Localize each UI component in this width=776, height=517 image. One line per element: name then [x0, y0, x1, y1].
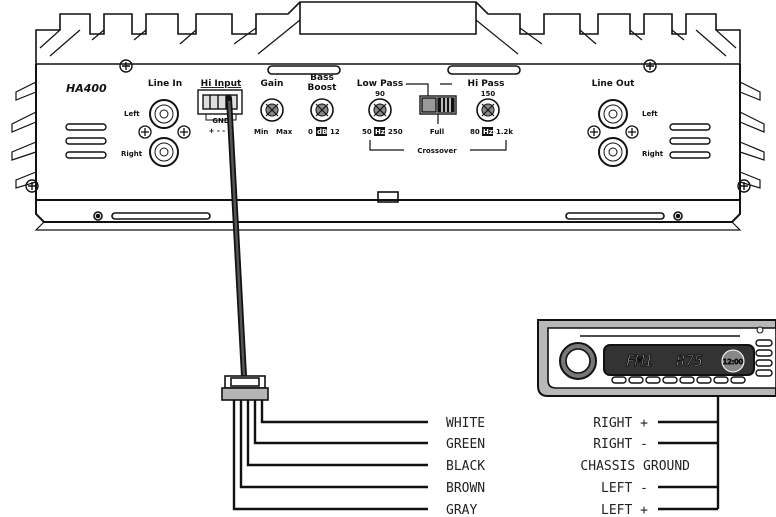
- low-pass-low-label: 50: [362, 128, 372, 136]
- hi-pass-unit-label: Hz: [483, 128, 493, 136]
- hi-input-gnd-label: GND: [212, 117, 230, 125]
- line-in-left-label: Left: [124, 110, 140, 118]
- line-in-left-jack[interactable]: [149, 99, 179, 129]
- gain-title: Gain: [261, 79, 284, 89]
- harness-cable: [226, 95, 247, 377]
- head-unit-wires: [658, 396, 720, 511]
- preset-buttons[interactable]: [611, 376, 746, 384]
- side-fins-right: [739, 81, 765, 189]
- lcd-frequency: 875: [676, 352, 703, 370]
- switch-full-label: Full: [430, 128, 444, 136]
- crossover-bracket: Crossover: [369, 140, 507, 155]
- low-pass-section: Low Pass 90 50 Hz 250: [357, 79, 404, 136]
- gain-min-label: Min: [254, 128, 268, 136]
- crossover-switch[interactable]: [419, 95, 457, 115]
- heatsink-top-plate: [299, 2, 477, 35]
- bass-boost-high-label: 12: [330, 128, 340, 136]
- lcd-clock: 12:00: [723, 358, 743, 366]
- lcd-display: [603, 344, 755, 376]
- head-unit: FM1 875 12:00: [537, 319, 776, 397]
- side-buttons[interactable]: [755, 339, 773, 377]
- wire-connection-label: CHASSIS GROUND: [580, 459, 690, 474]
- line-in-screws: [138, 125, 191, 139]
- wire-color-label: BLACK: [446, 459, 485, 474]
- hi-input-title: Hi Input: [201, 79, 242, 89]
- wire-connection-label: RIGHT +: [593, 416, 648, 431]
- amplifier-base: [35, 200, 741, 223]
- lcd-band: FM1: [626, 352, 653, 370]
- gain-max-label: Max: [276, 128, 293, 136]
- hi-pass-title: Hi Pass: [468, 79, 505, 89]
- wire-connection-label: LEFT +: [601, 503, 648, 517]
- line-in-right-jack[interactable]: [149, 137, 179, 167]
- line-in-title: Line In: [148, 79, 182, 89]
- line-in-section: Line In Left Right: [121, 79, 191, 167]
- wire-color-label: BROWN: [446, 481, 485, 496]
- hi-input-polarity-label: + - - +: [209, 127, 234, 135]
- gain-section: Gain Min Max: [254, 79, 293, 136]
- line-out-right-jack[interactable]: [598, 137, 628, 167]
- harness-plug[interactable]: [221, 375, 269, 401]
- bass-boost-title-line2: Boost: [308, 83, 338, 93]
- wire-white: [260, 400, 428, 424]
- gain-knob[interactable]: [260, 98, 284, 122]
- crossover-switch-section: Full: [406, 83, 457, 136]
- hi-pass-section: Hi Pass 150 80 Hz 1.2k: [468, 79, 513, 136]
- low-pass-high-label: 250: [388, 128, 403, 136]
- wire-labels: WHITE GREEN BLACK BROWN GRAY RIGHT + RIG…: [446, 416, 690, 517]
- heatsink-fins-left: [39, 19, 301, 57]
- line-out-left-label: Left: [642, 110, 658, 118]
- vent-slots-right: [669, 123, 711, 159]
- wire-gray: [232, 400, 428, 511]
- bass-boost-unit-label: dB: [317, 128, 327, 136]
- amplifier-face-plate: [35, 64, 741, 201]
- corner-screws: [25, 59, 751, 193]
- vent-slots-left: [65, 123, 107, 159]
- line-in-right-label: Right: [121, 150, 143, 158]
- amplifier-heatsink-outline: [35, 1, 741, 64]
- low-pass-knob[interactable]: [368, 98, 392, 122]
- side-fins-left: [11, 81, 37, 189]
- wire-brown: [239, 400, 428, 489]
- wire-green: [253, 400, 428, 445]
- low-pass-unit-label: Hz: [375, 128, 385, 136]
- hi-input-connector[interactable]: [197, 89, 243, 121]
- wire-paths: [232, 400, 428, 511]
- line-out-title: Line Out: [592, 79, 636, 89]
- hi-pass-low-label: 80: [470, 128, 480, 136]
- line-out-right-label: Right: [642, 150, 664, 158]
- bass-boost-low-label: 0: [308, 128, 313, 136]
- wire-connection-label: LEFT -: [601, 481, 648, 496]
- hi-input-section: Hi Input GND + - - +: [197, 79, 243, 135]
- wire-color-label: GREEN: [446, 437, 485, 452]
- wire-color-label: GRAY: [446, 503, 477, 517]
- low-pass-center-label: 90: [375, 90, 385, 98]
- crossover-label: Crossover: [417, 147, 457, 155]
- amplifier: [11, 1, 765, 231]
- line-out-left-jack[interactable]: [598, 99, 628, 129]
- hi-pass-knob[interactable]: [476, 98, 500, 122]
- bass-boost-knob[interactable]: [310, 98, 334, 122]
- line-out-section: Line Out Left Right: [587, 79, 664, 167]
- wire-connection-label: RIGHT -: [593, 437, 648, 452]
- bass-boost-section: Bass Boost 0 dB 12: [308, 73, 340, 136]
- bass-boost-title-line1: Bass: [310, 73, 334, 83]
- line-out-screws: [587, 125, 639, 139]
- wire-black: [246, 400, 428, 467]
- model-label: HA400: [66, 82, 107, 95]
- hi-pass-high-label: 1.2k: [496, 128, 513, 136]
- volume-knob[interactable]: [559, 342, 597, 380]
- base-center-clip: [377, 191, 399, 203]
- low-pass-title: Low Pass: [357, 79, 404, 89]
- heatsink-fins-right: [475, 19, 737, 57]
- hi-pass-center-label: 150: [481, 90, 496, 98]
- wire-color-label: WHITE: [446, 416, 485, 431]
